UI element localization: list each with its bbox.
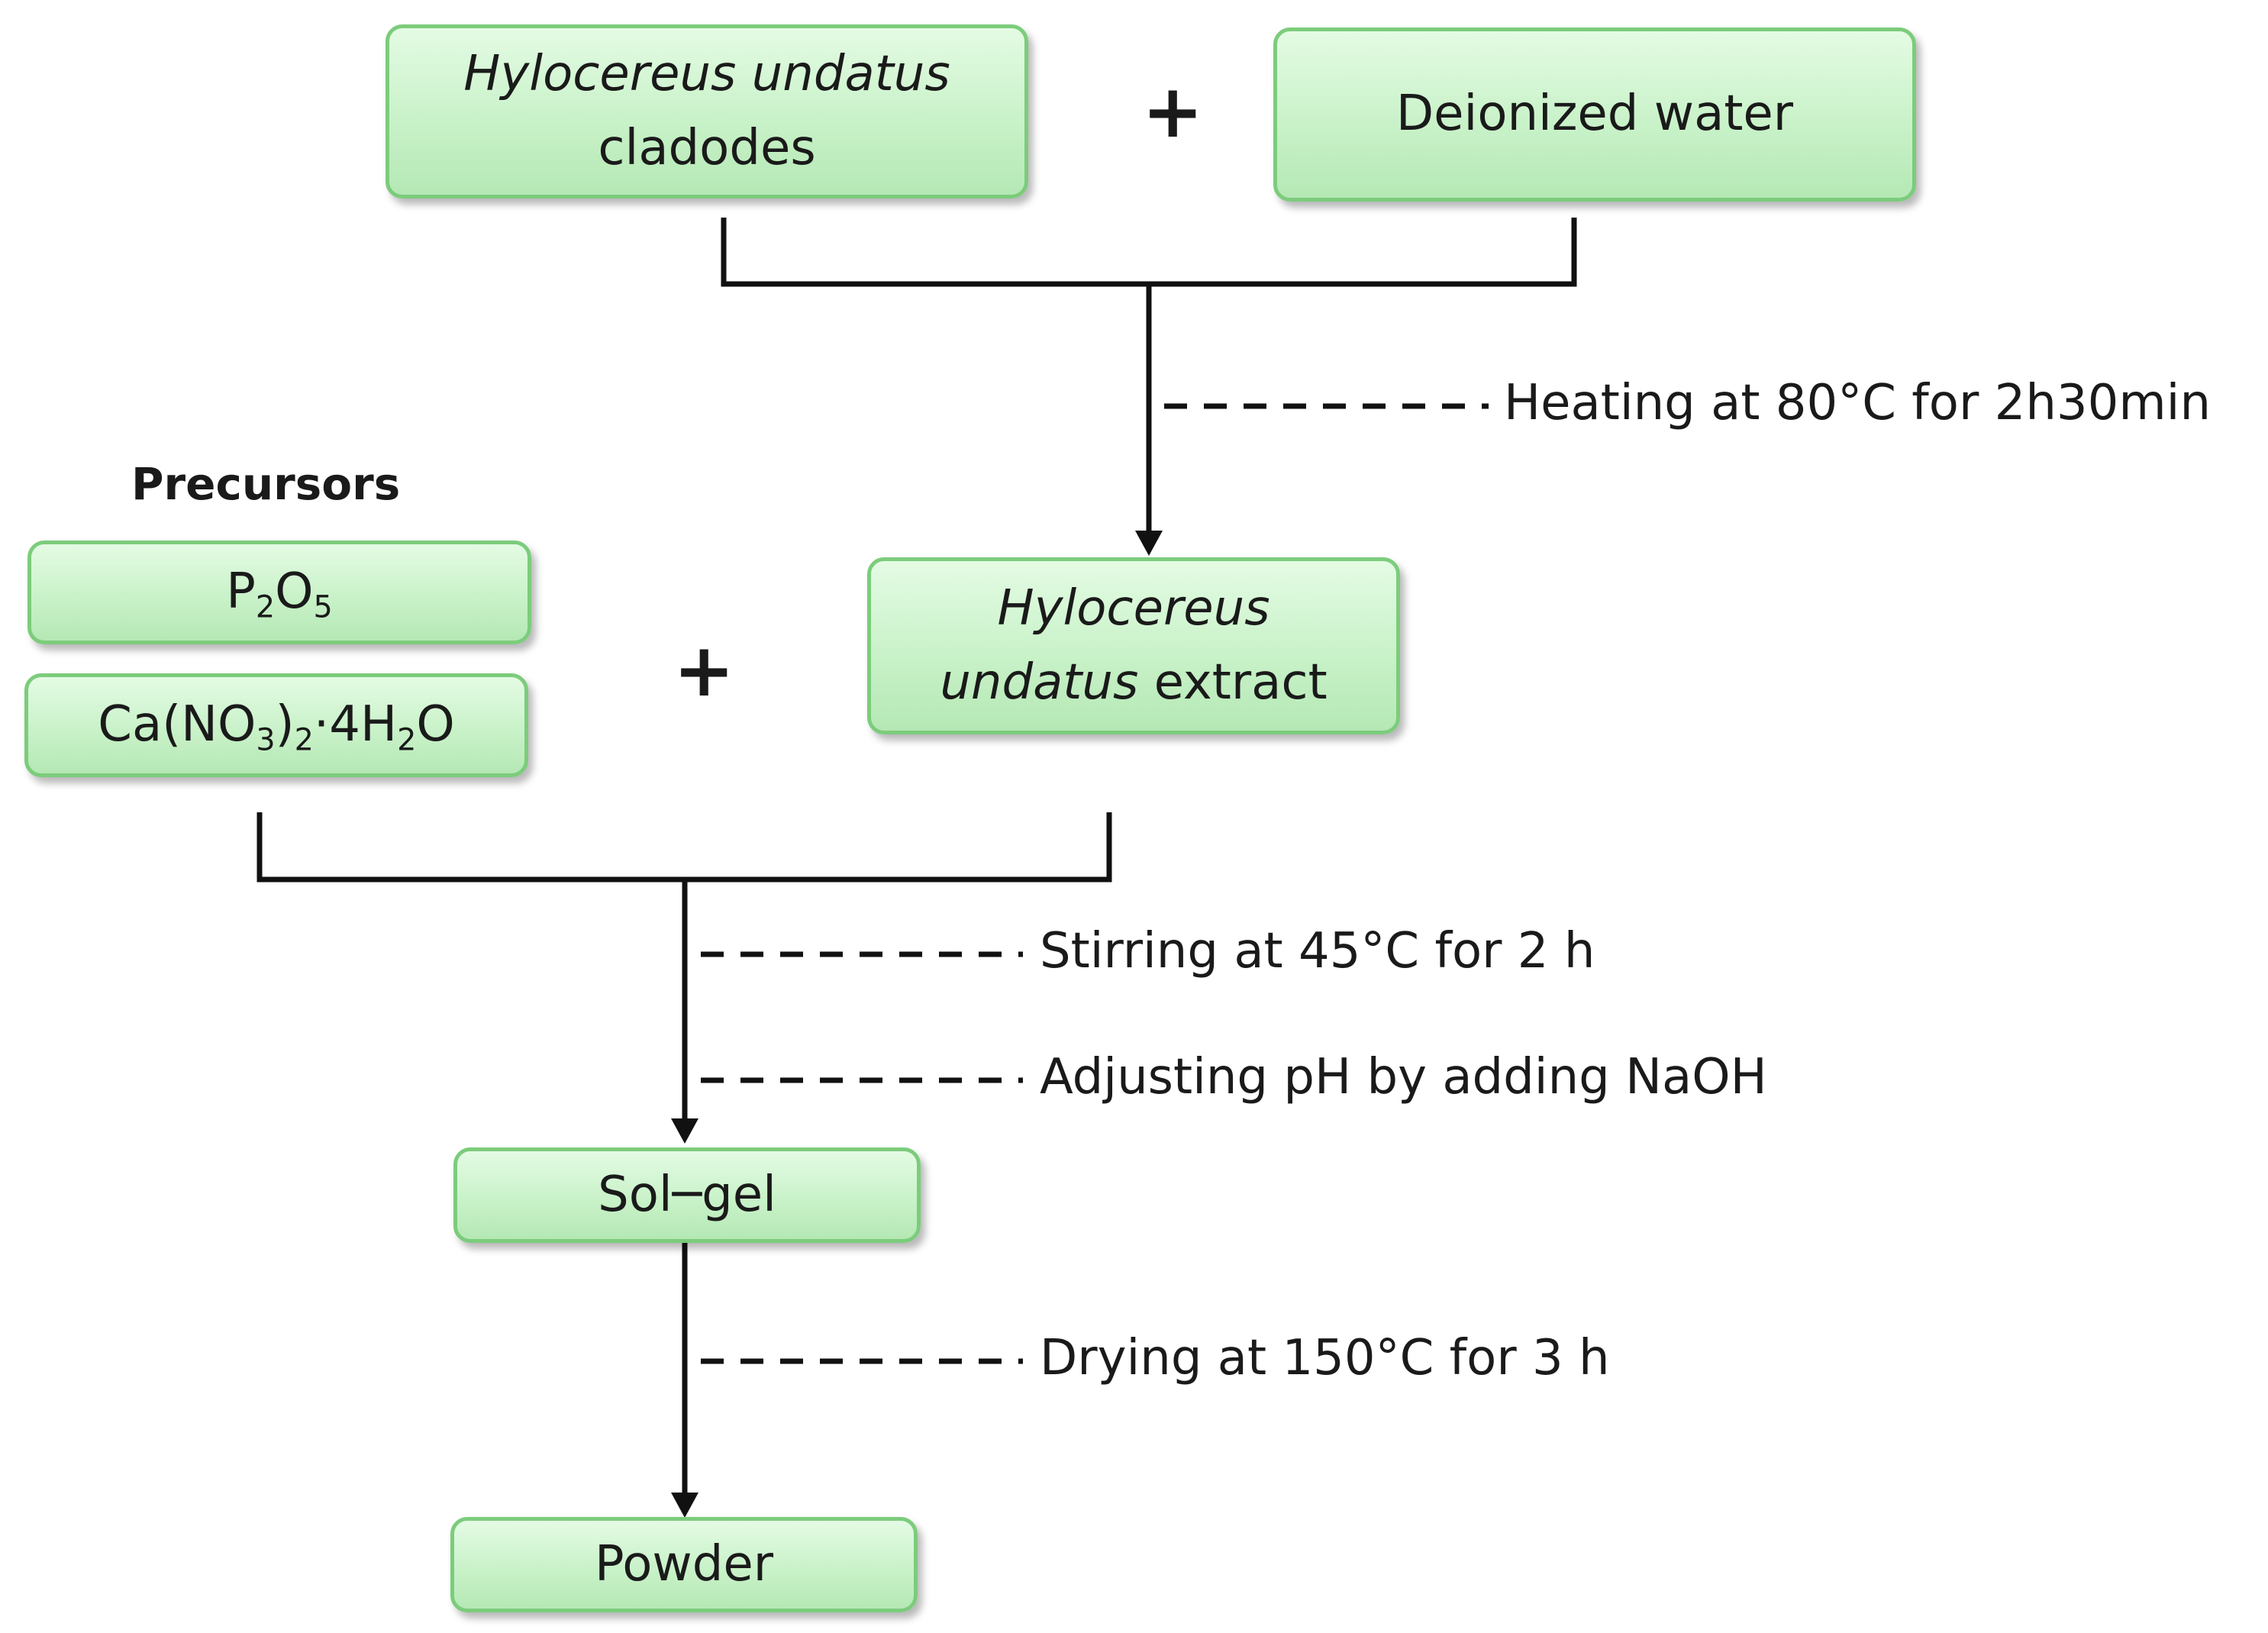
plus-sign-middle: + [673, 628, 735, 713]
arrowhead-extract [1135, 531, 1163, 556]
powder-box: Powder [450, 1517, 918, 1612]
deionized-water-box: Deionized water [1273, 27, 1916, 202]
cladodes-box: Hylocereus undatus cladodes [386, 24, 1028, 198]
step-adjusting-ph: Adjusting pH by adding NaOH [1040, 1049, 1767, 1105]
extract-box: Hylocereus undatus extract [867, 557, 1400, 734]
step-heating: Heating at 80°C for 2h30min [1504, 375, 2211, 431]
step-drying: Drying at 150°C for 3 h [1040, 1330, 1610, 1386]
arrowhead-solgel [671, 1118, 698, 1144]
cladodes-species-text: Hylocereus undatus [463, 45, 950, 102]
cladodes-part-text: cladodes [598, 120, 816, 176]
extract-genus-text: Hylocereus [997, 579, 1270, 637]
precursors-heading: Precursors [131, 458, 401, 510]
extract-species-text: undatus extract [940, 654, 1328, 711]
p2o5-text: P2O5 [226, 563, 333, 626]
powder-text: Powder [594, 1535, 774, 1593]
sol-gel-box: Sol─gel [453, 1147, 921, 1243]
calcium-nitrate-text: Ca(NO3)2·4H2O [98, 696, 455, 759]
arrowhead-powder [671, 1493, 698, 1518]
calcium-nitrate-box: Ca(NO3)2·4H2O [24, 673, 528, 777]
deionized-water-text: Deionized water [1395, 86, 1794, 143]
p2o5-box: P2O5 [27, 541, 531, 644]
top-merge-bracket [721, 218, 1577, 287]
step-stirring: Stirring at 45°C for 2 h [1040, 923, 1595, 979]
plus-sign-top: + [1142, 69, 1204, 154]
middle-merge-bracket [256, 812, 1112, 883]
sol-gel-text: Sol─gel [598, 1166, 776, 1223]
